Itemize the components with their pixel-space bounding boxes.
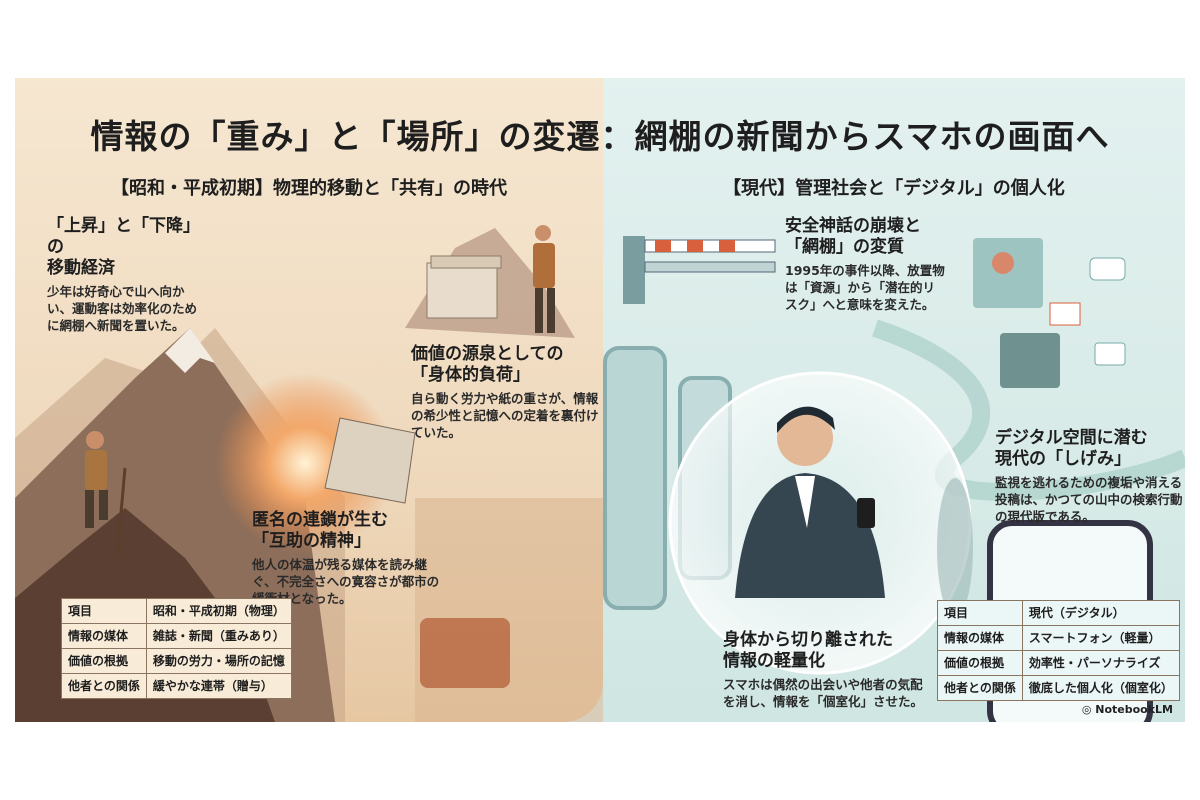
comparison-table-present: 項目現代（デジタル） 情報の媒体スマートフォン（軽量） 価値の根拠効率性・パーソ…: [937, 600, 1180, 701]
section-heading: 「網棚」の変質: [785, 237, 904, 257]
table-cell: 雑誌・新聞（重みあり）: [145, 623, 292, 649]
table-cell: 価値の根拠: [61, 648, 147, 674]
hiker-figure: [85, 431, 127, 559]
section-body: 自ら動く労力や紙の重さが、情報の希少性と記憶への定着を裏付けていた。: [411, 391, 599, 440]
section-body: 監視を逃れるための複垢や消える投稿は、かつての山中の検索行動の現代版である。: [995, 475, 1183, 524]
table-cell: 価値の根拠: [937, 650, 1023, 676]
social-media-screens: [973, 238, 1126, 388]
table-row: 項目昭和・平成初期（物理）: [61, 598, 292, 624]
section-heading: 移動経済: [47, 258, 115, 278]
section-movement-economy: 「上昇」と「下降」の移動経済 少年は好奇心で山へ向かい、運動客は効率化のために網…: [47, 216, 207, 334]
newspaper-handover: [324, 417, 416, 504]
table-cell: 現代（デジタル）: [1021, 600, 1180, 626]
section-heading: 情報の軽量化: [723, 651, 825, 671]
section-body: スマホは偶然の出会いや他者の気配を消し、情報を「個室化」させた。: [723, 677, 924, 709]
barrier-gate-icon: [623, 236, 776, 304]
section-heading: 「互助の精神」: [252, 531, 371, 551]
table-row: 他者との関係徹底した個人化（個室化）: [937, 675, 1180, 701]
table-row: 情報の媒体雑誌・新聞（重みあり）: [61, 623, 292, 649]
train-interior: [415, 498, 603, 722]
mountain-snow: [165, 328, 215, 373]
brand-label: NotebookLM: [1095, 703, 1173, 716]
table-cell: 情報の媒体: [937, 625, 1023, 651]
right-subtitle: 【現代】管理社会と「デジタル」の個人化: [723, 178, 1065, 199]
table-cell: 他者との関係: [937, 675, 1023, 701]
train-seat: [420, 618, 510, 688]
table-cell: 項目: [937, 600, 1023, 626]
table-row: 情報の媒体スマートフォン（軽量）: [937, 625, 1180, 651]
table-cell: 移動の労力・場所の記憶: [145, 648, 292, 674]
section-heading: デジタル空間に潜む: [995, 428, 1148, 448]
section-body: 少年は好奇心で山へ向かい、運動客は効率化のために網棚へ新聞を置いた。: [47, 284, 198, 333]
infographic: 情報の「重み」と「場所」の変遷：網棚の新聞からスマホの画面へ 【昭和・平成初期】…: [15, 78, 1185, 722]
table-cell: スマートフォン（軽量）: [1021, 625, 1180, 651]
table-cell: 効率性・パーソナライズ: [1021, 650, 1180, 676]
table-cell: 項目: [61, 598, 147, 624]
section-digital-thicket: デジタル空間に潜む現代の「しげみ」 監視を逃れるための複垢や消える投稿は、かつて…: [995, 428, 1185, 525]
section-heading: 「上昇」と「下降」の: [47, 216, 200, 257]
section-heading: 安全神話の崩壊と: [785, 216, 921, 236]
table-row: 他者との関係緩やかな連帯（贈与）: [61, 673, 292, 699]
notebooklm-watermark: ◎ NotebookLM: [1082, 703, 1173, 716]
section-lightweight-info: 身体から切り離された情報の軽量化 スマホは偶然の出会いや他者の気配を消し、情報を…: [723, 630, 923, 710]
left-subtitle: 【昭和・平成初期】物理的移動と「共有」の時代: [111, 178, 507, 199]
section-heading: 現代の「しげみ」: [995, 449, 1131, 469]
table-cell: 昭和・平成初期（物理）: [145, 598, 292, 624]
section-safety-myth: 安全神話の崩壊と「網棚」の変質 1995年の事件以降、放置物は「資源」から「潜在…: [785, 216, 945, 313]
page-title: 情報の「重み」と「場所」の変遷：網棚の新聞からスマホの画面へ: [90, 117, 1110, 156]
newspaper-stack-icon: [426, 255, 502, 319]
notebooklm-logo-icon: ◎: [1081, 703, 1096, 716]
train-window: [603, 346, 667, 610]
backpacker-figure: [533, 225, 555, 333]
table-cell: 徹底した個人化（個室化）: [1021, 675, 1180, 701]
sun-glow: [215, 373, 395, 553]
businessman-figure: [735, 406, 885, 598]
section-heading: 価値の源泉としての: [411, 344, 564, 364]
table-row: 価値の根拠効率性・パーソナライズ: [937, 650, 1180, 676]
section-body: 他人の体温が残る媒体を読み継ぐ、不完全さへの寛容さが都市の緩衝材となった。: [252, 557, 440, 606]
section-heading: 身体から切り離された: [723, 630, 893, 650]
table-row: 価値の根拠移動の労力・場所の記憶: [61, 648, 292, 674]
section-mutual-aid: 匿名の連鎖が生む「互助の精神」 他人の体温が残る媒体を読み継ぐ、不完全さへの寛容…: [252, 510, 440, 607]
table-row: 項目現代（デジタル）: [937, 600, 1180, 626]
table-cell: 緩やかな連帯（贈与）: [145, 673, 292, 699]
section-body: 1995年の事件以降、放置物は「資源」から「潜在的リスク」へと意味を変えた。: [785, 263, 945, 312]
section-heading: 匿名の連鎖が生む: [252, 510, 388, 530]
comparison-table-past: 項目昭和・平成初期（物理） 情報の媒体雑誌・新聞（重みあり） 価値の根拠移動の労…: [61, 598, 292, 699]
section-physical-burden: 価値の源泉としての「身体的負荷」 自ら動く労力や紙の重さが、情報の希少性と記憶へ…: [411, 344, 601, 441]
shadow-figure: [937, 478, 973, 618]
section-heading: 「身体的負荷」: [411, 365, 530, 385]
table-cell: 情報の媒体: [61, 623, 147, 649]
table-cell: 他者との関係: [61, 673, 147, 699]
